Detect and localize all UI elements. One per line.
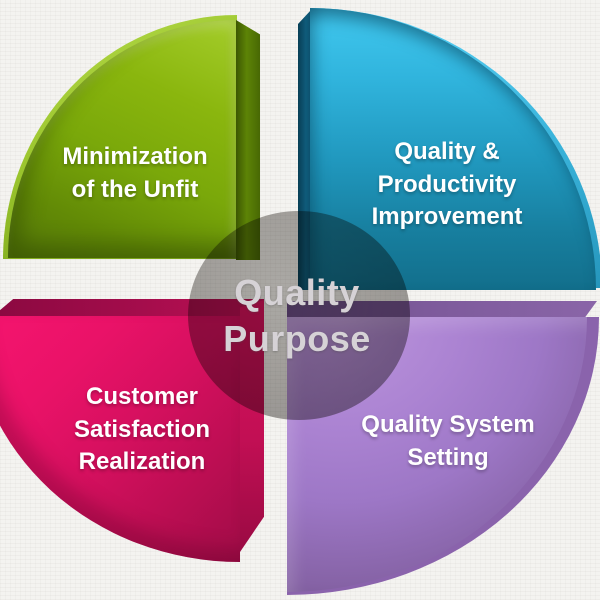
label-line: Productivity <box>377 170 517 198</box>
label-quality-productivity-improvement: Quality & Productivity Improvement <box>347 136 547 234</box>
label-customer-satisfaction-realization: Customer Satisfaction Realization <box>37 381 247 479</box>
center-title-line: Purpose <box>223 317 371 359</box>
label-line: Improvement <box>371 203 523 231</box>
label-line: Satisfaction <box>73 415 211 443</box>
center-hub-circle <box>188 211 410 420</box>
label-line: of the Unfit <box>71 175 199 203</box>
label-line: Realization <box>78 448 206 476</box>
label-line: Minimization <box>62 143 208 170</box>
label-quality-system-setting: Quality System Setting <box>343 409 553 474</box>
center-hub-title: Quality Purpose <box>186 211 408 420</box>
center-title-line: Quality <box>234 271 360 313</box>
label-line: Setting <box>407 443 489 471</box>
label-line: Quality & <box>394 138 500 165</box>
label-line: Quality System <box>361 411 535 438</box>
label-line: Customer <box>85 383 199 410</box>
label-minimization-of-the-unfit: Minimization of the Unfit <box>30 141 240 206</box>
